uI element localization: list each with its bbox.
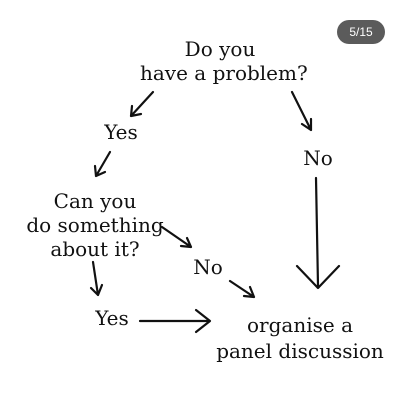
arrow-question1-to-yes: [129, 90, 155, 118]
arrow-question1-to-no: [290, 90, 313, 132]
arrow-question2-to-yes: [89, 260, 104, 297]
answer-yes-2: Yes: [95, 306, 129, 330]
question-have-problem: Do you have a problem?: [140, 37, 308, 85]
arrow-yes-to-outcome: [138, 308, 212, 334]
answer-no-2: No: [193, 255, 223, 279]
question-have-problem-line-1: Do you: [184, 37, 256, 61]
question-can-do-something: Can you do something about it?: [20, 189, 170, 261]
answer-no-1: No: [303, 146, 333, 170]
arrow-no-to-outcome: [295, 176, 341, 290]
arrow-yes-to-question2: [93, 150, 112, 178]
question-can-do-something-line-1: Can you: [53, 189, 137, 213]
page-counter-badge: 5/15: [337, 20, 385, 44]
outcome-line-2: panel discussion: [216, 339, 384, 363]
question-have-problem-line-2: have a problem?: [140, 61, 308, 85]
answer-yes-1: Yes: [104, 120, 138, 144]
outcome-panel-discussion: organise a panel discussion: [210, 312, 390, 364]
arrow-no2-to-outcome: [228, 279, 256, 299]
outcome-line-1: organise a: [247, 313, 353, 337]
question-can-do-something-line-3: about it?: [50, 237, 140, 261]
question-can-do-something-line-2: do something: [26, 213, 164, 237]
